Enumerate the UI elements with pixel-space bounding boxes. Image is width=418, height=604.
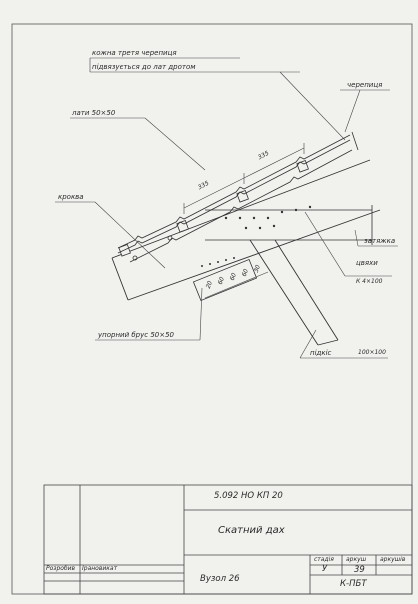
support-beam-label: упорний брус 50×50 (98, 331, 175, 339)
note-line-2: підвязується до лат дротом (92, 63, 196, 71)
tie-beam (205, 205, 373, 245)
strut (249, 239, 339, 346)
leader-lines (55, 57, 398, 359)
nails-size-label: К 4×100 (356, 278, 383, 285)
developer-label: Розробив (46, 565, 76, 572)
drawing-code: 5.092 НО КП 20 (214, 491, 283, 501)
strut-size-label: 100×100 (358, 349, 386, 356)
drawing-subtitle: Вузол 26 (200, 574, 240, 584)
title-block-lines (43, 484, 413, 595)
strut-label: підкіс (310, 349, 332, 357)
drawing-title: Скатний дах (218, 525, 285, 536)
group-code: К-ПБТ (340, 579, 367, 589)
dimension-lines (183, 143, 305, 299)
nails (201, 205, 312, 267)
nails-label: цвяхи (356, 259, 378, 267)
stage-value: У (322, 564, 328, 574)
stage-header: стадія (314, 556, 334, 563)
sheet-value: 39 (354, 565, 365, 575)
checker-label: Ірановикат (82, 565, 118, 572)
tie-beam-label: затяжка (364, 237, 396, 245)
rafter-label: кроква (58, 193, 84, 201)
support-brace (192, 258, 258, 302)
note-line-1: кожна третя черепиця (92, 49, 177, 57)
tile-label: черепиця (347, 81, 383, 89)
rafter (111, 159, 381, 301)
battens-label: лати 50×50 (72, 109, 116, 117)
sheets-header: аркушів (380, 556, 406, 563)
sheet-header: аркуш (346, 556, 367, 563)
tile-profile (117, 131, 359, 263)
